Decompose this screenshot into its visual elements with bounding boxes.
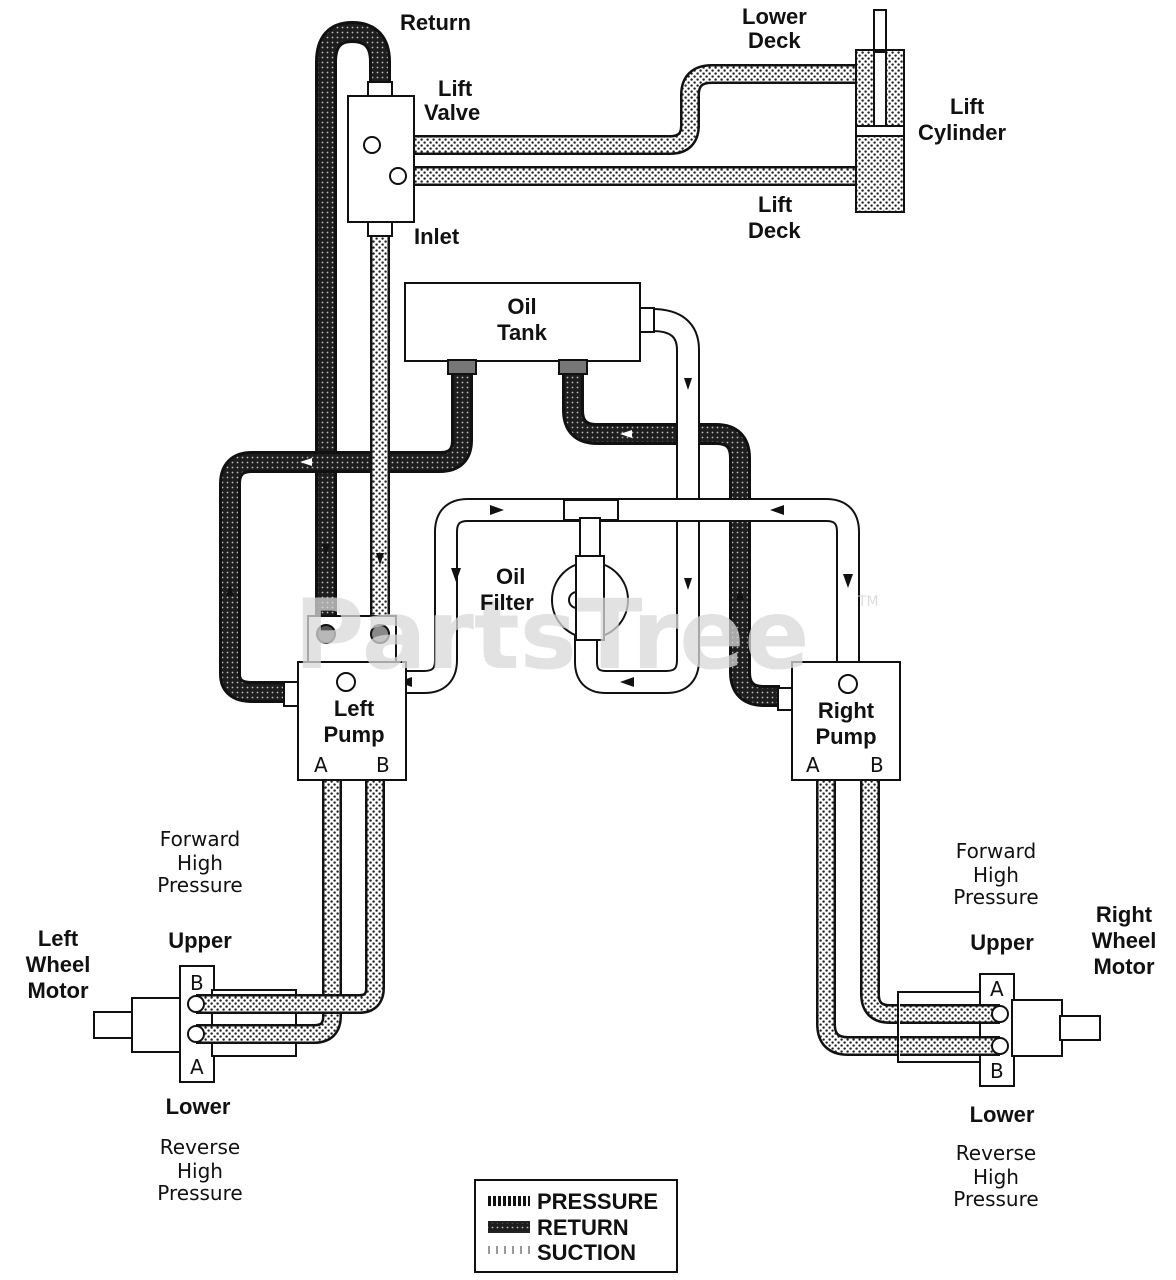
label-left-wheel-motor-3: Motor (27, 978, 89, 1003)
label-oil-tank-1: Oil (507, 294, 536, 319)
labels: Return Lift Valve Inlet Lower Deck Lift … (26, 4, 1157, 1211)
oil-filter (551, 499, 629, 641)
label-left-reverse-1: Reverse (160, 1135, 240, 1159)
label-right-reverse-3: Pressure (953, 1187, 1038, 1211)
label-left-pump-2: Pump (323, 722, 384, 747)
label-inlet: Inlet (414, 224, 460, 249)
label-right-pump-1: Right (818, 698, 875, 723)
left-pump (283, 615, 407, 781)
right-pump (777, 661, 901, 781)
label-left-upper: Upper (168, 928, 232, 953)
label-left-reverse-2: High (177, 1159, 223, 1183)
legend-label-return: RETURN (537, 1215, 629, 1240)
watermark-tm: TM (857, 594, 879, 610)
watermark: PartsTree TM (294, 579, 879, 691)
label-lift-cylinder-1: Lift (950, 94, 985, 119)
label-oil-tank-2: Tank (497, 320, 547, 345)
watermark-text: PartsTree (294, 579, 809, 691)
left-wheel-motor (93, 965, 300, 1083)
label-right-reverse-1: Reverse (956, 1141, 1036, 1165)
label-oil-filter-2: Filter (480, 590, 534, 615)
label-right-motor-port-b: B (990, 1059, 1004, 1083)
label-lift-valve-1: Lift (438, 76, 473, 101)
label-right-upper: Upper (970, 930, 1034, 955)
label-right-forward-3: Pressure (953, 885, 1038, 909)
legend: PRESSURE RETURN SUCTION (474, 1179, 678, 1273)
oil-tank (404, 282, 655, 375)
label-lift-deck-1: Lift (758, 192, 793, 217)
label-right-pump-port-b: B (870, 753, 884, 777)
label-left-pump-port-a: A (314, 753, 328, 777)
label-left-forward-2: High (177, 851, 223, 875)
label-left-forward-1: Forward (160, 827, 240, 851)
suction-lines (346, 308, 860, 694)
legend-label-suction: SUCTION (537, 1240, 636, 1265)
label-right-pump-2: Pump (815, 724, 876, 749)
legend-label-pressure: PRESSURE (537, 1189, 658, 1214)
label-left-pump-1: Left (334, 696, 375, 721)
label-left-reverse-3: Pressure (157, 1181, 242, 1205)
label-right-forward-1: Forward (956, 839, 1036, 863)
lift-valve (347, 81, 415, 237)
label-lower-deck-2: Deck (748, 28, 801, 53)
label-right-wheel-motor-1: Right (1096, 902, 1153, 927)
label-right-reverse-2: High (973, 1165, 1019, 1189)
label-right-wheel-motor-2: Wheel (1092, 928, 1157, 953)
label-left-wheel-motor-2: Wheel (26, 952, 91, 977)
label-lower-deck-1: Lower (742, 4, 807, 29)
flow-arrows (226, 378, 853, 687)
label-right-wheel-motor-3: Motor (1093, 954, 1155, 979)
label-right-forward-2: High (973, 863, 1019, 887)
lift-cylinder (855, 9, 905, 213)
return-lines (219, 20, 780, 707)
label-right-lower: Lower (970, 1102, 1035, 1127)
label-lift-cylinder-2: Cylinder (918, 120, 1006, 145)
pressure-lines (196, 64, 1000, 1056)
label-left-wheel-motor-1: Left (38, 926, 79, 951)
label-left-lower: Lower (166, 1094, 231, 1119)
right-wheel-motor (897, 973, 1101, 1087)
label-left-motor-port-a: A (190, 1055, 204, 1079)
label-return: Return (400, 10, 471, 35)
label-left-motor-port-b: B (190, 971, 204, 995)
label-oil-filter-1: Oil (496, 564, 525, 589)
label-lift-deck-2: Deck (748, 218, 801, 243)
label-left-pump-port-b: B (376, 753, 390, 777)
label-right-motor-port-a: A (990, 977, 1004, 1001)
label-left-forward-3: Pressure (157, 873, 242, 897)
label-lift-valve-2: Valve (424, 100, 480, 125)
label-right-pump-port-a: A (806, 753, 820, 777)
